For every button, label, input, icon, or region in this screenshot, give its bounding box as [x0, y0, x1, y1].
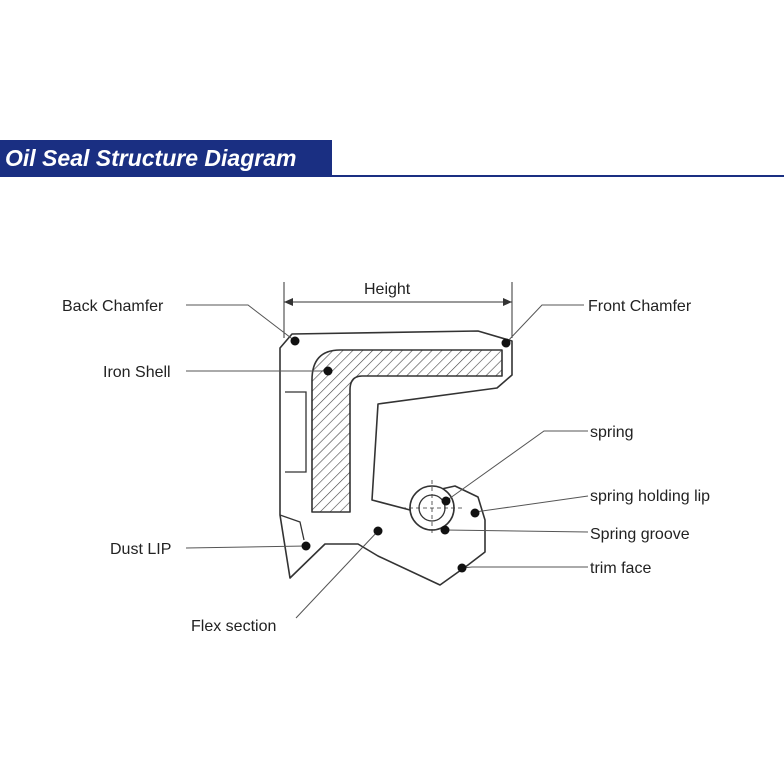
label-back-chamfer: Back Chamfer	[62, 298, 164, 315]
label-front-chamfer: Front Chamfer	[588, 298, 692, 315]
dot-spring-groove	[440, 525, 450, 535]
iron-shell-shape	[311, 349, 503, 513]
height-arrow-left	[284, 298, 293, 306]
dot-spring-holding-lip	[470, 508, 480, 518]
title-underline	[332, 175, 784, 177]
back-face-detail	[285, 391, 307, 473]
leader-trim-face	[461, 566, 588, 569]
dot-dust-lip	[301, 541, 311, 551]
leader-back-chamfer	[186, 304, 296, 342]
label-iron-shell: Iron Shell	[103, 364, 171, 381]
label-spring-holding-lip: spring holding lip	[590, 488, 710, 505]
leader-flex-section	[295, 530, 379, 619]
height-arrow-right	[503, 298, 512, 306]
leader-dust-lip	[185, 545, 307, 549]
label-height: Height	[364, 281, 411, 298]
leader-spring	[445, 430, 588, 502]
leader-spring-groove	[444, 529, 589, 533]
leader-spring-holding-lip	[474, 495, 589, 513]
dot-iron-shell	[323, 366, 333, 376]
diagram-title: Oil Seal Structure Diagram	[0, 140, 332, 177]
dot-flex-section	[373, 526, 383, 536]
dust-lip-edge	[279, 514, 305, 541]
label-trim-face: trim face	[590, 560, 651, 577]
label-spring-groove: Spring groove	[590, 526, 690, 543]
label-spring: spring	[590, 424, 634, 441]
dot-trim-face	[457, 563, 467, 573]
leader-front-chamfer	[505, 304, 584, 344]
dot-spring	[441, 496, 451, 506]
dot-front-chamfer	[501, 338, 511, 348]
label-flex-section: Flex section	[191, 618, 276, 635]
label-dust-lip: Dust LIP	[110, 541, 171, 558]
dot-back-chamfer	[290, 336, 300, 346]
